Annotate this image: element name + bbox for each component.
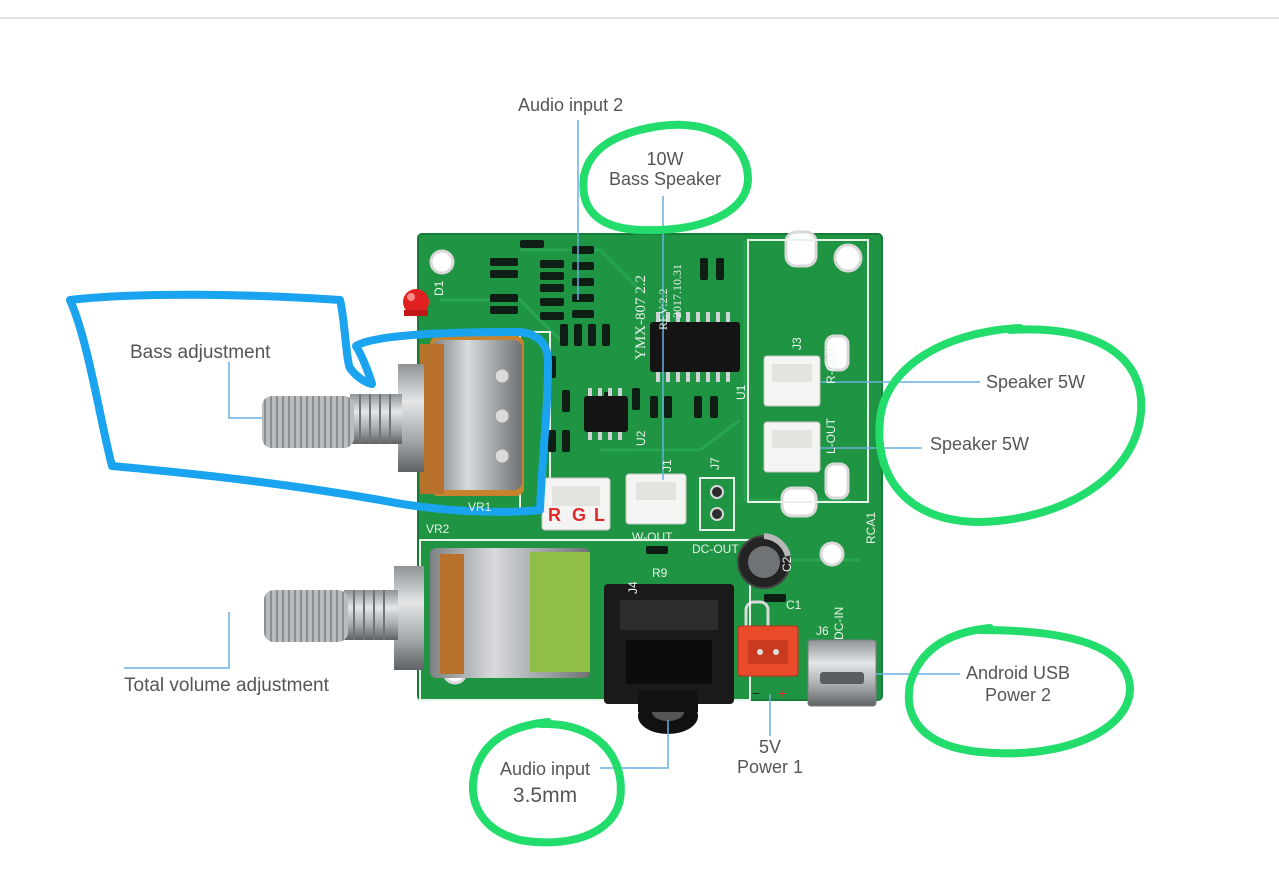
label-3-5mm: 3.5mm [512,784,578,807]
green-circle-android-usb [904,624,1135,758]
label-audio-input-2: Audio input 2 [518,95,624,115]
label-audio-input-3: Audio input [499,759,591,779]
silk-l: L [594,505,605,525]
silk-c1: C1 [786,598,802,612]
opamp-ic [584,388,628,440]
leader-lines [124,120,980,769]
green-circle-bass-speaker [579,120,753,235]
label-total-volume: Total volume adjustment [124,675,329,696]
silk-w-out: W-OUT [632,530,673,544]
silk-rca1: RCA1 [864,511,878,544]
label-power-2: Power 2 [984,685,1052,705]
silk-j4: J4 [626,581,640,594]
silk-g: G [572,505,587,525]
amplifier-ic [650,312,740,382]
silk-minus: − [752,685,761,701]
dc-out-pads [699,477,735,531]
w-out-connector [625,473,687,525]
green-circle-audio-input [468,718,625,847]
bass-potentiometer [262,336,524,496]
blue-scribble-bass [66,290,552,516]
top-divider [0,17,1279,19]
volume-potentiometer [264,548,590,678]
label-bass-adjustment: Bass adjustment [130,342,271,363]
silk-c2: C2 [780,556,794,572]
silk-j1: J1 [660,459,674,472]
green-circle-speakers [875,324,1146,527]
silk-j6: J6 [816,624,829,638]
board-model: YMX-807 2.2 [633,275,649,360]
l-out-connector [763,421,821,473]
silk-vr1: VR1 [468,500,492,514]
audio-jack-3-5mm [604,584,734,734]
board-date: 2017.10.31 [670,264,684,318]
silk-vr2: VR2 [426,522,450,536]
silk-plus: + [778,685,787,701]
silk-u1: U1 [734,384,748,400]
silk-u2: U2 [634,430,648,446]
label-speaker-5w-r: Speaker 5W [986,372,1086,392]
label-bass-speaker: Bass Speaker [608,169,722,189]
r-out-connector [763,355,821,407]
micro-usb-connector [807,639,877,707]
dc-in-connector [737,625,799,677]
silk-j3: J3 [790,337,804,350]
label-power-1: Power 1 [736,757,804,777]
label-5v: 5V [758,737,782,757]
red-led [403,289,429,316]
silk-dc-in: DC-IN [832,606,846,640]
capacitor [737,533,791,589]
silk-l-out: L-OUT [824,418,838,454]
silk-j7: J7 [708,457,722,470]
silk-r-out: R-OUT [824,346,838,384]
label-speaker-5w-l: Speaker 5W [930,434,1030,454]
pcb-board [262,230,883,734]
silk-r: R [548,505,561,525]
label-android-usb: Android USB [965,663,1071,683]
silk-d1: D1 [432,280,446,296]
label-10w: 10W [646,149,684,169]
silk-r9: R9 [652,566,668,580]
silk-dc-out: DC-OUT [692,542,739,556]
